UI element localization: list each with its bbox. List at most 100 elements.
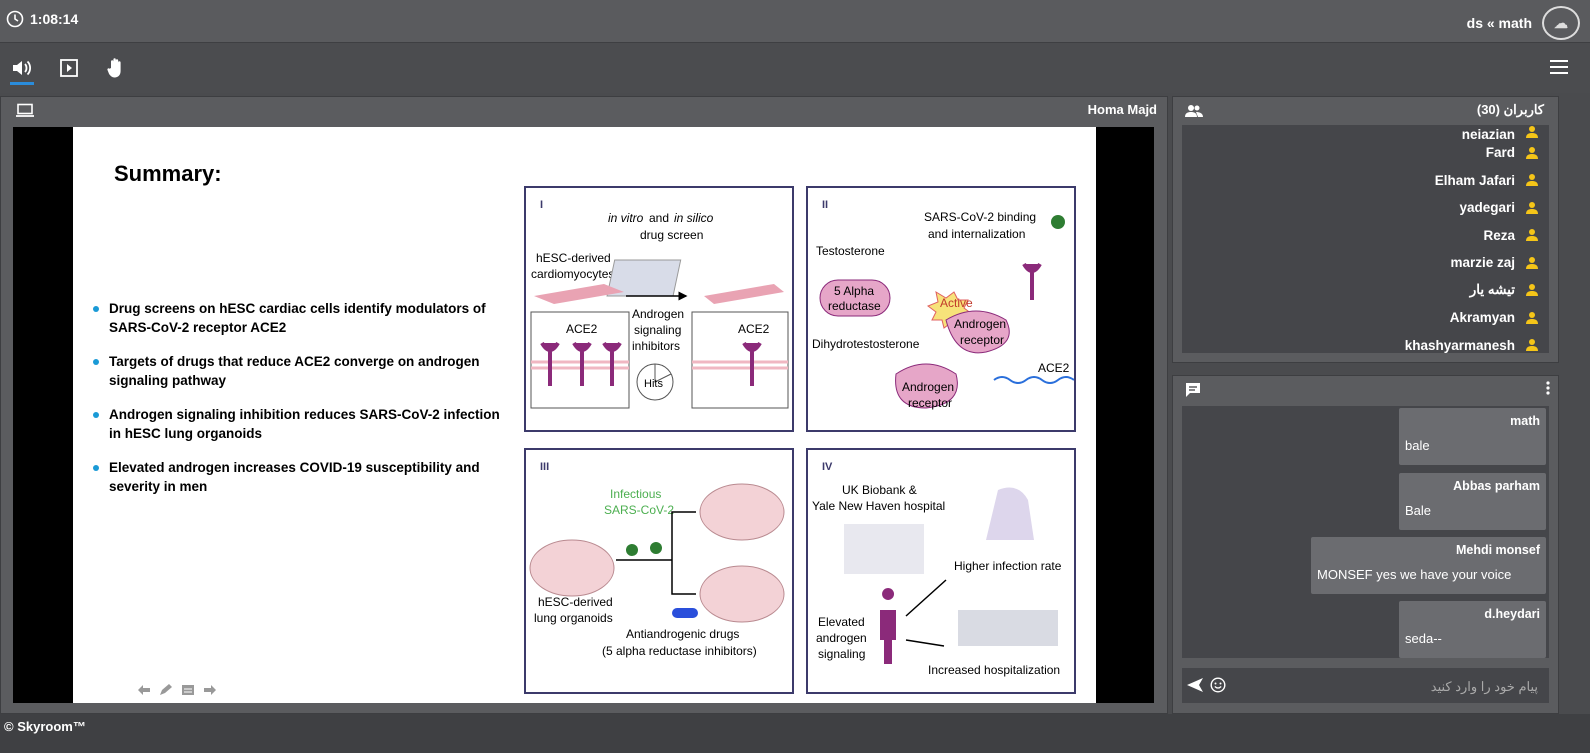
cell-box-right (691, 311, 789, 409)
panel-text: receptor (960, 333, 1004, 347)
user-row[interactable]: Akramyan (1182, 304, 1549, 332)
message-sender: d.heydari (1484, 607, 1540, 621)
panel-text: Androgen (632, 307, 684, 321)
next-slide-icon[interactable] (203, 683, 217, 695)
bullet-item: Targets of drugs that reduce ACE2 conver… (93, 352, 503, 390)
top-bar: 1:08:14 ds « math ☁ (0, 0, 1590, 43)
user-row[interactable]: Fard (1182, 139, 1549, 167)
skyroom-logo-icon: ☁ (1542, 6, 1580, 40)
message-sender: math (1510, 414, 1540, 428)
virus-icon (626, 544, 638, 556)
bullet-item: Elevated androgen increases COVID-19 sus… (93, 458, 503, 496)
user-name: Akramyan (1449, 310, 1515, 326)
bullet-text: Androgen signaling inhibition reduces SA… (109, 407, 500, 441)
speaker-button[interactable] (9, 55, 35, 81)
pen-icon[interactable] (159, 683, 173, 695)
user-name: تیشه یار (1469, 282, 1515, 298)
chat-icon (1186, 383, 1200, 397)
panel-text: and (649, 211, 669, 225)
user-name: yadegari (1459, 200, 1515, 216)
panel-text: 5 Alpha (834, 284, 874, 298)
bullet-text: Elevated androgen increases COVID-19 sus… (109, 460, 480, 494)
pill-icon (672, 608, 698, 618)
user-name: khashyarmanesh (1404, 337, 1515, 353)
user-row[interactable]: Reza (1182, 222, 1549, 250)
user-list[interactable]: nejazian Fard Elham Jafari yadegari Reza… (1182, 125, 1549, 353)
presentation-header: Homa Majd (1, 97, 1167, 125)
emoji-icon[interactable] (1210, 677, 1226, 693)
more-options-icon[interactable] (1546, 381, 1550, 395)
organoid-dish-icon (529, 539, 615, 597)
chat-input-bar (1182, 668, 1549, 703)
chat-message: d.heydari seda-- (1399, 601, 1546, 658)
receptor-shape (945, 310, 1010, 354)
user-icon (1526, 201, 1538, 214)
raise-hand-button[interactable] (103, 55, 129, 81)
session-timer: 1:08:14 (6, 10, 78, 28)
virus-icon (1051, 215, 1065, 229)
panel-text: (5 alpha reductase inhibitors) (602, 644, 757, 658)
play-button[interactable] (56, 55, 82, 81)
active-indicator (10, 82, 34, 85)
user-row[interactable]: marzie zaj (1182, 249, 1549, 277)
organoid-dish-icon (699, 483, 785, 541)
play-icon (60, 59, 78, 77)
figure-panel-3: III Infectious SARS-CoV-2 hESC-derived l… (524, 448, 794, 694)
chat-message: Mehdi monsef MONSEF yes we have your voi… (1311, 537, 1546, 594)
enzyme-shape (819, 279, 891, 317)
patient-figure-icon (986, 487, 1034, 540)
panel-text: SARS-CoV-2 (604, 503, 674, 517)
chat-messages[interactable]: math bale Abbas parham Bale Mehdi monsef… (1182, 406, 1549, 658)
figure-panel-1: I in vitro and in silico drug screen hES… (524, 186, 794, 432)
panel-text: in silico (674, 211, 714, 225)
user-row[interactable]: khashyarmanesh (1182, 332, 1549, 354)
panel-text: ACE2 (738, 322, 770, 336)
panel-text: receptor (908, 396, 952, 410)
user-row[interactable]: تیشه یار (1182, 277, 1549, 305)
user-row[interactable]: nejazian (1182, 125, 1549, 139)
users-panel: کاربران (30) nejazian Fard Elham Jafari … (1172, 96, 1559, 363)
panel-text: Elevated (818, 615, 865, 629)
chat-message-input[interactable] (1236, 674, 1540, 698)
figure-panel-2: II SARS-CoV-2 binding and internalizatio… (806, 186, 1076, 432)
ace2-receptor-shape (540, 341, 762, 386)
ace2-receptor-shape (1022, 262, 1042, 300)
panel-text: Active (940, 296, 973, 310)
panel-text: Infectious (610, 487, 661, 501)
panel-text: Yale New Haven hospital (812, 499, 945, 513)
menu-button[interactable] (1548, 57, 1570, 77)
user-icon (1526, 311, 1538, 324)
bullet-item: Androgen signaling inhibition reduces SA… (93, 405, 503, 443)
slide-controls (137, 683, 217, 695)
virus-icon (650, 542, 662, 554)
speaker-icon (13, 60, 32, 76)
panel-text: Antiandrogenic drugs (626, 627, 739, 641)
user-name: Elham Jafari (1434, 172, 1515, 188)
user-name: Reza (1483, 227, 1515, 243)
users-icon (1185, 105, 1203, 117)
slide: Summary: Drug screens on hESC cardiac ce… (73, 127, 1096, 703)
user-name: nejazian (1461, 127, 1515, 139)
panel-text: ACE2 (566, 322, 598, 336)
user-row[interactable]: yadegari (1182, 194, 1549, 222)
user-icon (1526, 339, 1538, 352)
user-row[interactable]: Elham Jafari (1182, 167, 1549, 195)
prev-slide-icon[interactable] (137, 683, 151, 695)
room-name: ds « math (1466, 15, 1532, 31)
panel-text: Increased hospitalization (928, 663, 1060, 677)
panel-text: Testosterone (816, 244, 885, 258)
send-icon[interactable] (1187, 678, 1203, 692)
slides-list-icon[interactable] (181, 683, 195, 695)
message-text: MONSEF yes we have your voice (1317, 567, 1512, 582)
panel-text: and internalization (928, 227, 1025, 241)
toolbar (0, 43, 1590, 93)
summary-figure: I in vitro and in silico drug screen hES… (524, 186, 1076, 694)
bullet-list: Drug screens on hESC cardiac cells ident… (93, 299, 503, 511)
figure-panel-4: IV UK Biobank & Yale New Haven hospital … (806, 448, 1076, 694)
chat-message: math bale (1399, 408, 1546, 465)
bullet-text: Drug screens on hESC cardiac cells ident… (109, 301, 486, 335)
bullet-dot (93, 359, 99, 365)
dna-icon (993, 376, 1074, 384)
user-icon (1526, 284, 1538, 297)
user-icon (1526, 229, 1538, 242)
